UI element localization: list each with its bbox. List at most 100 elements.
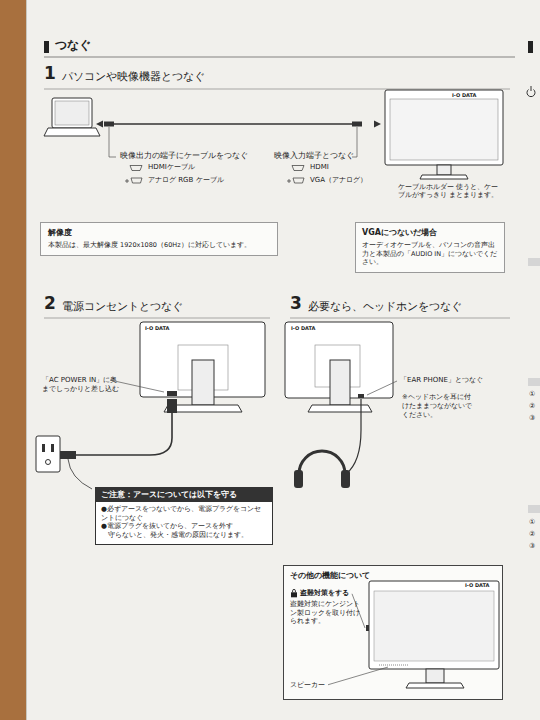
section-heading: パソコンや映像機器とつなぐ	[62, 70, 205, 84]
step-number: ③	[529, 414, 535, 423]
brand-logo: I-O DATA	[452, 92, 476, 99]
callout-text: 映像入力端子とつなぐ	[274, 151, 354, 161]
caution-item: ●電源プラグを抜いてから、アースを外す	[96, 522, 272, 531]
laptop-display	[55, 101, 89, 125]
brand-logo: I-O DATA	[145, 325, 169, 332]
power-icon	[531, 86, 532, 91]
callout-text: 「EAR PHONE」とつなぐ	[400, 376, 500, 385]
monitor-base	[420, 175, 468, 179]
monitor-screen	[374, 591, 494, 661]
section-number: 1	[44, 62, 56, 84]
cable-plug	[104, 122, 114, 127]
section-heading: 電源コンセントとつなぐ	[62, 300, 183, 314]
arrow-head	[96, 121, 103, 128]
lock-slot	[366, 625, 369, 631]
power-plug	[60, 451, 76, 459]
label-slot: I-O DATA	[465, 582, 489, 589]
arrow-head	[374, 121, 381, 128]
lock-icon	[291, 592, 297, 597]
label-slot: 映像出力の端子にケーブルをつなぐ	[120, 151, 248, 161]
hdmi-icon	[292, 166, 304, 171]
brand-logo: I-O DATA	[465, 582, 489, 589]
label-slot: HDMI	[310, 163, 329, 172]
vga-icon	[131, 178, 142, 183]
label-slot: ケーブルホルダー 使うと、ケーブルがすっきり まとまります。	[398, 183, 502, 200]
box-body: オーディオケーブルを、パソコンの音声出力と本製品の「AUDIO IN」につないで…	[362, 241, 498, 266]
plus-icon	[125, 179, 129, 183]
outlet-slot	[42, 444, 45, 452]
section-rule	[290, 318, 510, 319]
port-name: HDMI	[310, 163, 329, 172]
caution-heading: ご注意：アースについては以下を守る	[96, 488, 272, 502]
video-cable	[114, 123, 352, 125]
leader-line	[328, 667, 388, 685]
label-slot: 映像入力端子とつなぐ	[274, 151, 354, 161]
heading-rule	[44, 57, 515, 58]
power-plug	[167, 399, 177, 413]
title-slot: つなぐ	[55, 38, 91, 54]
next-column-band	[528, 378, 540, 386]
wood-floor	[0, 0, 28, 720]
step-number: ②	[529, 530, 535, 539]
feature-name: 盗難対策をする	[290, 589, 349, 598]
box-heading: その他の機能について	[290, 571, 496, 581]
paper-edge	[26, 0, 27, 720]
power-port	[167, 391, 177, 396]
monitor-stand	[330, 360, 350, 405]
monitor-front	[369, 581, 499, 669]
label-slot: アナログ RGB ケーブル	[148, 176, 224, 185]
ear-cup	[294, 470, 303, 488]
label-slot: 電源コンセントとつなぐ	[62, 300, 183, 314]
monitor-stand	[437, 165, 451, 175]
laptop-screen	[52, 98, 92, 128]
hdmi-icon	[130, 166, 142, 171]
cable-name: HDMIケーブル	[148, 163, 195, 172]
section-number: 2	[44, 292, 56, 314]
label-slot: 「EAR PHONE」とつなぐ	[400, 376, 500, 385]
ear-cup	[341, 470, 350, 488]
step-number: ①	[529, 518, 535, 527]
info-box: ご注意：アースについては以下を守る ●必ずアースをつないでから、電源プラグをコンセ…	[95, 487, 273, 545]
label-slot: ①	[529, 518, 535, 527]
step-number: ①	[529, 390, 535, 399]
label-slot: ②	[529, 402, 535, 411]
cable-plug	[352, 122, 362, 127]
info-box: 解像度本製品は、最大解像度 1920x1080（60Hz）に対応しています。	[40, 222, 278, 256]
paper-sheet	[26, 0, 540, 720]
label-slot: 必要なら、ヘッドホンをつなぐ	[308, 300, 462, 314]
box-heading: VGAにつないだ場合	[362, 228, 498, 238]
power-cable	[76, 413, 172, 455]
callout-text: 「AC POWER IN」に奥までしっかりと差し込む	[42, 376, 122, 394]
label-slot: パソコンや映像機器とつなぐ	[62, 70, 205, 84]
leader-line	[109, 127, 116, 157]
label-slot: 1	[44, 62, 56, 84]
monitor-illustration	[284, 566, 502, 720]
text-column: 盗難対策をする盗難対策にケンジントン製ロックを取り付けられます。スピーカー	[290, 589, 364, 689]
section-heading: 必要なら、ヘッドホンをつなぐ	[308, 300, 462, 314]
feature-body: 盗難対策にケンジントン製ロックを取り付けられます。	[290, 600, 364, 625]
section-rule	[44, 89, 510, 90]
heading-marker	[44, 41, 49, 53]
monitor-stand	[192, 360, 214, 405]
lock-icon	[293, 589, 296, 592]
note-text: ※ヘッドホンを耳に付けたままつながないでください。	[402, 393, 474, 419]
cable-name: アナログ RGB ケーブル	[148, 176, 224, 185]
monitor-base	[308, 405, 372, 412]
label-slot: HDMIケーブル	[148, 163, 195, 172]
speaker-grille	[379, 665, 409, 666]
label-slot: ③	[529, 542, 535, 551]
label-slot: I-O DATA	[145, 325, 169, 332]
monitor-stand	[426, 669, 444, 683]
earphone-port	[358, 394, 364, 398]
note-text: ケーブルホルダー 使うと、ケーブルがすっきり まとまります。	[398, 183, 502, 200]
step-number: ②	[529, 402, 535, 411]
label-slot: ②	[529, 530, 535, 539]
callout-text: 映像出力の端子にケーブルをつなぐ	[120, 151, 248, 161]
headband	[299, 451, 345, 474]
leader-line	[367, 381, 397, 395]
vga-icon	[293, 178, 304, 183]
caution-item: ●必ずアースをつないでから、電源プラグをコンセントにつなぐ	[96, 505, 272, 523]
plus-icon	[287, 179, 291, 183]
outlet-slot	[51, 444, 54, 452]
